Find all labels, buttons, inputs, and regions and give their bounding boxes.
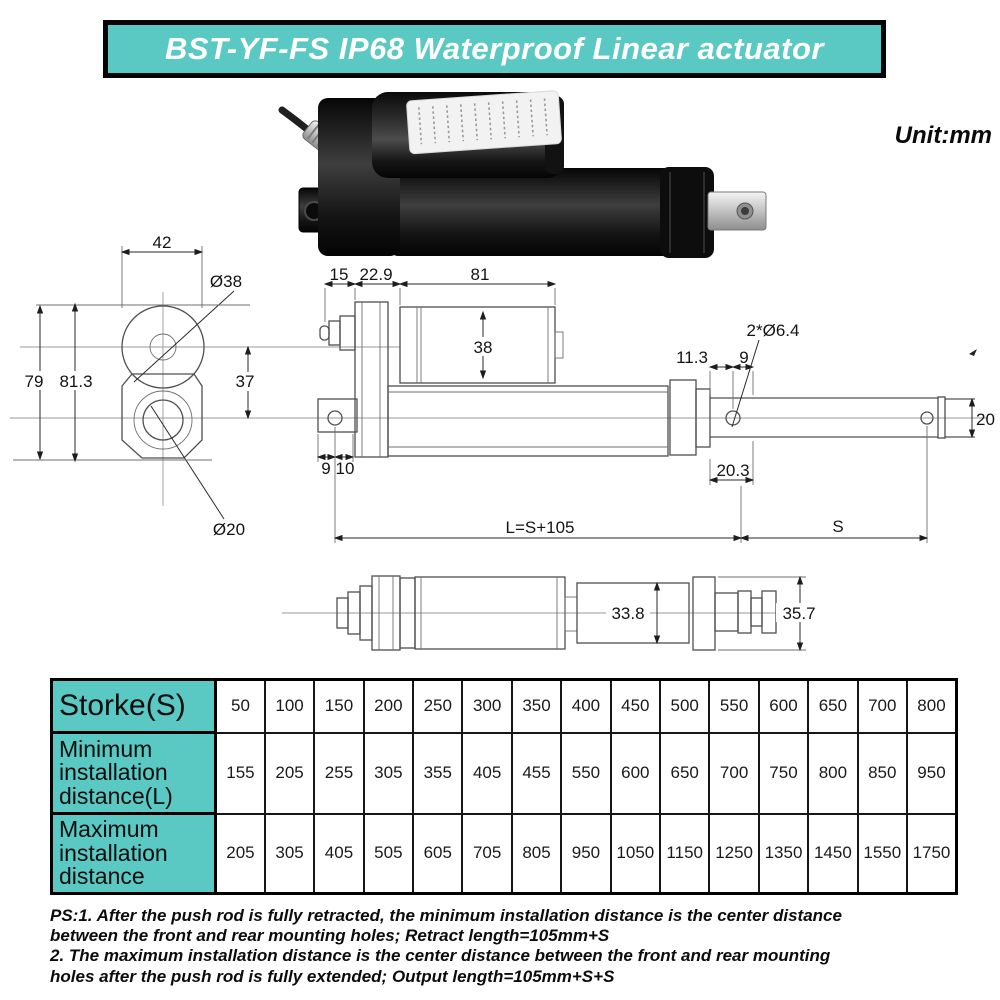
side-view: 15 22.9 81 38 9 10 11.3 [316, 265, 995, 543]
spec-cell: 305 [362, 731, 415, 815]
spec-cell: 205 [214, 812, 266, 895]
dim-retracted-length: L=S+105 [505, 518, 574, 537]
spec-cell: 405 [461, 731, 513, 815]
spec-cell: 150 [313, 678, 365, 734]
notes: PS:1. After the push rod is fully retrac… [50, 906, 970, 987]
spec-cell: 700 [856, 678, 908, 734]
spec-cell: 1050 [609, 812, 662, 895]
dim-bracket-b: 10 [336, 459, 355, 478]
spec-cell: 400 [560, 678, 612, 734]
dim-hole-diameter: Ø20 [213, 520, 245, 539]
spec-cell: 450 [609, 678, 662, 734]
spec-cell: 950 [905, 731, 958, 815]
dim-collar-b: 9 [739, 348, 748, 367]
spec-cell: 705 [461, 812, 513, 895]
dim-stroke-length: S [832, 517, 843, 536]
spec-cell: 600 [757, 678, 810, 734]
spec-cell: 255 [313, 731, 365, 815]
dim-height-total: 81.3 [59, 372, 92, 391]
dim-outer-diameter: Ø38 [210, 272, 242, 291]
note-line: 2. The maximum installation distance is … [50, 946, 831, 966]
technical-drawing: 42 Ø38 Ø20 79 81.3 37 [10, 233, 995, 652]
spec-cell: 550 [708, 678, 760, 734]
spec-cell: 505 [362, 812, 415, 895]
dim-collar-a: 11.3 [676, 348, 708, 367]
spec-cell: 250 [412, 678, 464, 734]
spec-cell: 1450 [807, 812, 859, 895]
dim-motor-diameter: 38 [474, 338, 493, 357]
product-photo [278, 90, 767, 258]
dim-gear-housing-length: 22.9 [359, 265, 392, 284]
dim-rod-end-height: 20 [976, 410, 995, 429]
actuator-tube [390, 168, 678, 256]
dim-motor-length: 81 [471, 265, 490, 284]
spec-cell: 50 [214, 678, 266, 734]
spec-cell: 605 [412, 812, 464, 895]
note-line: holes after the push rod is fully extend… [50, 966, 615, 986]
spec-cell: 355 [412, 731, 464, 815]
spec-cell: 550 [560, 731, 612, 815]
dim-end-width: 42 [153, 233, 172, 252]
spec-cell: 350 [510, 678, 563, 734]
dim-mounting-holes: 2*Ø6.4 [747, 321, 800, 340]
spec-cell: 650 [807, 678, 859, 734]
end-view: 42 Ø38 Ø20 79 81.3 37 [13, 233, 259, 539]
spec-cell: 455 [510, 731, 563, 815]
top-view: 33.8 35.7 [282, 575, 822, 652]
spec-cell: 950 [560, 812, 612, 895]
note-line: PS:1. After the push rod is fully retrac… [50, 906, 842, 925]
motor-label [406, 90, 562, 155]
spec-cell: 1350 [757, 812, 810, 895]
spec-cell: 405 [313, 812, 365, 895]
spec-cell: 800 [905, 678, 958, 734]
dim-collar-diameter: 35.7 [782, 604, 815, 623]
note-line: between the front and rear mounting hole… [50, 926, 610, 946]
spec-cell: 1750 [905, 812, 958, 895]
spec-cell: 1550 [856, 812, 908, 895]
spec-cell: 600 [609, 731, 662, 815]
spec-cell: 700 [708, 731, 760, 815]
dim-front-end-length: 20.3 [716, 461, 749, 480]
dim-height-overall: 79 [25, 372, 44, 391]
spec-cell: 300 [461, 678, 513, 734]
spec-cell: 800 [807, 731, 859, 815]
spec-cell: 1150 [659, 812, 711, 895]
spec-cell: 200 [362, 678, 415, 734]
dim-hole-spacing: 37 [236, 372, 255, 391]
front-collar [660, 167, 714, 258]
dim-tube-diameter: 33.8 [611, 604, 644, 623]
spec-cell: 805 [510, 812, 563, 895]
title-banner: BST-YF-FS IP68 Waterproof Linear actuato… [103, 20, 886, 78]
spec-cell: 205 [263, 731, 316, 815]
spec-cell: 500 [659, 678, 711, 734]
spec-cell: 750 [757, 731, 810, 815]
spec-cell: 305 [263, 812, 316, 895]
row-header-stroke: Storke(S) [50, 678, 217, 734]
unit-label: Unit:mm [894, 122, 992, 149]
dim-gland-length: 15 [330, 265, 349, 284]
spec-cell: 1250 [708, 812, 760, 895]
spec-cell: 155 [214, 731, 266, 815]
spec-cell: 100 [263, 678, 316, 734]
spec-cell: 850 [856, 731, 908, 815]
dim-bracket-a: 9 [321, 459, 330, 478]
spec-cell: 650 [659, 731, 711, 815]
page-title: BST-YF-FS IP68 Waterproof Linear actuato… [165, 31, 824, 66]
